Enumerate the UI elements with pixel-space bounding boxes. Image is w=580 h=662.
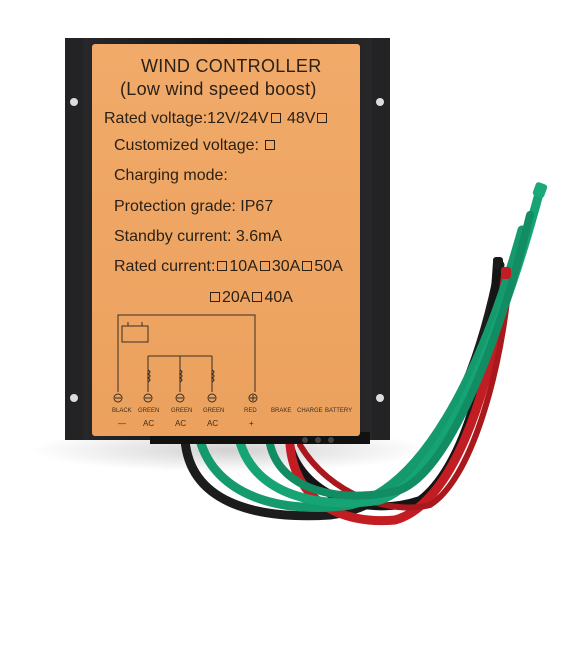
wire-bundle — [180, 185, 545, 526]
terminal-sign-green-2: AC — [175, 419, 187, 428]
current-10a: 10A — [229, 258, 258, 275]
wire-red-2 — [297, 272, 513, 511]
mount-hole-top-right — [376, 98, 384, 106]
charging-mode: Charging mode: — [114, 167, 228, 184]
checkbox-10a — [217, 260, 228, 271]
terminal-label-green-1: GREEN — [138, 408, 160, 414]
terminal-label-brake: BRAKE — [271, 408, 292, 414]
wire-green-3 — [266, 211, 534, 500]
checkbox-20a — [210, 291, 220, 302]
customized-voltage-row: Customized voltage: — [114, 137, 277, 155]
terminal-sign-green-3: AC — [207, 419, 219, 428]
terminal-label-red: RED — [244, 408, 257, 414]
terminal-label-charge: CHARGE — [297, 408, 323, 414]
current-20a: 20A — [222, 289, 251, 306]
rated-voltage-text: Rated voltage:12V/24V — [104, 110, 269, 127]
terminal-label-black: BLACK — [112, 408, 132, 414]
current-30a: 30A — [271, 258, 301, 275]
label-title: WIND CONTROLLER — [141, 56, 322, 76]
terminal-label-battery: BATTERY — [325, 408, 353, 414]
checkbox-48v — [317, 112, 328, 123]
wiring-diagram — [113, 314, 258, 403]
rated-voltage-row: Rated voltage:12V/24V 48V — [104, 110, 329, 128]
checkbox-customized — [264, 139, 275, 150]
rated-current-row: Rated current: 10A 30A 50A — [114, 258, 343, 276]
terminal-sign-black: — — [118, 419, 126, 428]
standby-current: Standby current: 3.6mA — [114, 228, 283, 245]
checkbox-24v — [270, 112, 281, 123]
terminal-label-green-2: GREEN — [171, 408, 193, 414]
terminal-sign-green-1: AC — [143, 419, 155, 428]
terminal-label-green-3: GREEN — [203, 408, 225, 414]
protection-grade: Protection grade: IP67 — [114, 198, 274, 215]
label-subtitle: (Low wind speed boost) — [120, 79, 317, 99]
wire-tip-black — [493, 257, 503, 269]
wire-tip-red — [501, 267, 511, 279]
wire-red-1 — [285, 267, 511, 526]
terminal-sign-red: + — [249, 419, 254, 428]
rated-current-text: Rated current: — [114, 258, 216, 275]
mount-hole-bottom-left — [70, 394, 78, 402]
mount-hole-bottom-right — [376, 394, 384, 402]
current-50a: 50A — [314, 258, 343, 275]
rated-voltage-48: 48V — [287, 110, 316, 127]
wire-tip-green — [532, 182, 548, 198]
product-label — [92, 44, 360, 436]
checkbox-40a — [252, 291, 263, 302]
rated-current-row-2: 20A 40A — [208, 289, 293, 307]
customized-voltage-text: Customized voltage: — [114, 137, 259, 154]
mount-hole-top-left — [70, 98, 78, 106]
checkbox-30a — [259, 260, 270, 271]
checkbox-50a — [302, 260, 313, 271]
current-40a: 40A — [264, 289, 293, 306]
